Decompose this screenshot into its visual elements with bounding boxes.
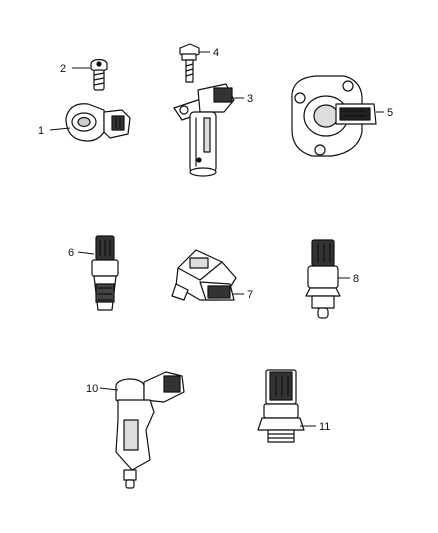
part-6-speed-sensor [91, 235, 119, 311]
callout-5: 5 [376, 107, 393, 119]
part-1-knock-sensor [65, 103, 131, 142]
part-2-screw [90, 58, 108, 91]
callout-label-11: 11 [319, 421, 330, 433]
part-4-bolt [179, 43, 200, 83]
callout-label-5: 5 [387, 107, 393, 119]
callout-4: 4 [199, 47, 219, 59]
callout-label-3: 3 [247, 93, 253, 105]
callout-label-7: 7 [247, 289, 253, 301]
callout-label-6: 6 [68, 247, 74, 259]
callout-11: 11 [300, 421, 330, 433]
callout-label-1: 1 [38, 125, 44, 137]
callout-7: 7 [232, 289, 253, 301]
callout-10: 10 [86, 383, 119, 395]
part-7-pressure-sensor [171, 249, 237, 301]
callout-3: 3 [234, 93, 253, 105]
callout-label-4: 4 [213, 47, 219, 59]
callout-label-2: 2 [60, 63, 66, 75]
callout-8: 8 [338, 273, 359, 285]
part-3-camshaft-sensor [173, 83, 235, 177]
callout-6: 6 [68, 247, 95, 259]
callout-label-8: 8 [353, 273, 359, 285]
part-10-crankshaft-sensor [115, 371, 185, 489]
part-5-map-sensor [291, 75, 377, 157]
callout-label-10: 10 [86, 383, 98, 395]
callout-2: 2 [60, 63, 90, 75]
part-8-temperature-sensor [305, 239, 341, 319]
callout-1: 1 [38, 125, 71, 137]
part-11-oil-pressure-switch [257, 369, 305, 443]
